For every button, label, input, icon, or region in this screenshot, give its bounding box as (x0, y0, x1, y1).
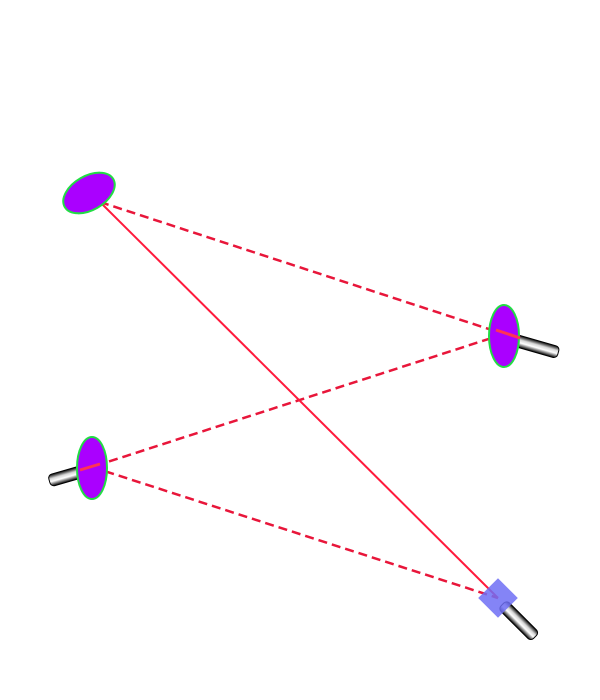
beam-splitter-to-top-left (99, 201, 499, 599)
mirror-top-left (62, 171, 116, 215)
beam-left-to-splitter (91, 465, 499, 600)
mirror-right-beam-spot (495, 328, 521, 340)
mirror-left-beam-spot (79, 462, 101, 472)
beam-paths (91, 200, 505, 600)
mirror-top-left-surface (62, 171, 116, 215)
beam-top-left-to-right (99, 200, 505, 336)
mirror-right (488, 304, 560, 368)
mirror-right-surface (488, 304, 520, 368)
mirror-left (48, 436, 108, 500)
beam-splitter-cube (478, 578, 518, 618)
beam-splitter (478, 578, 539, 641)
mirror-left-surface (76, 436, 108, 500)
beam-right-to-left (91, 332, 505, 469)
